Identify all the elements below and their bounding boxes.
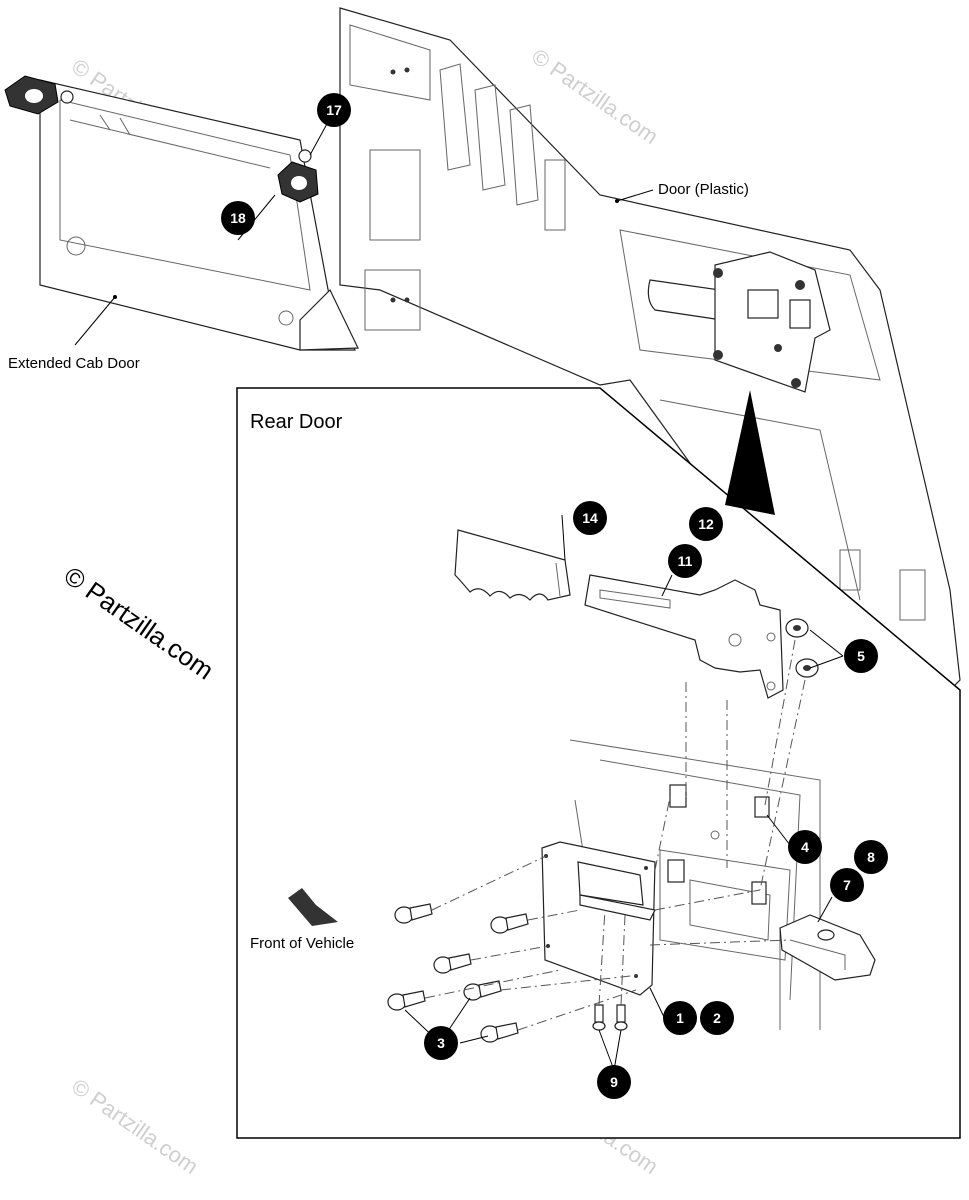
svg-text:3: 3 bbox=[437, 1035, 445, 1051]
rear-door-title: Rear Door bbox=[250, 411, 343, 433]
rear-door-inset-frame bbox=[236, 387, 961, 1139]
watermark-top-right: © Partzilla.com bbox=[527, 44, 663, 150]
assembly-guide-lines bbox=[424, 639, 806, 1031]
latch-plate-part bbox=[541, 841, 656, 996]
callout-8: 8 bbox=[854, 840, 888, 874]
svg-text:8: 8 bbox=[867, 849, 875, 865]
handle-grip-part bbox=[454, 529, 571, 601]
inset-pointer bbox=[725, 390, 775, 515]
callout-4: 4 bbox=[788, 830, 822, 864]
svg-text:11: 11 bbox=[678, 553, 693, 569]
callout-11: 11 bbox=[668, 544, 702, 578]
watermark-bottom-left: © Partzilla.com bbox=[67, 1074, 203, 1180]
door-plastic-label: Door (Plastic) bbox=[658, 181, 749, 198]
nut-parts bbox=[785, 618, 819, 678]
key-fob-icon bbox=[4, 75, 74, 115]
svg-text:7: 7 bbox=[843, 877, 851, 893]
callout-7: 7 bbox=[830, 868, 864, 902]
svg-text:18: 18 bbox=[230, 210, 246, 226]
extended-cab-door bbox=[39, 79, 359, 351]
door-key-icon bbox=[277, 149, 319, 203]
svg-text:1: 1 bbox=[676, 1010, 684, 1026]
front-of-vehicle-label: Front of Vehicle bbox=[250, 935, 354, 952]
svg-text:5: 5 bbox=[857, 648, 865, 664]
latch-assembly-part bbox=[779, 914, 876, 981]
watermark-side: © Partzilla.com bbox=[59, 560, 220, 685]
callout-5: 5 bbox=[844, 639, 878, 673]
callout-14: 14 bbox=[573, 501, 607, 535]
callout-12: 12 bbox=[689, 507, 723, 541]
svg-text:2: 2 bbox=[713, 1010, 721, 1026]
callout-3: 3 bbox=[424, 1026, 458, 1060]
callout-2: 2 bbox=[700, 1001, 734, 1035]
handle-lever-part bbox=[584, 574, 784, 699]
svg-text:14: 14 bbox=[582, 510, 598, 526]
svg-text:17: 17 bbox=[326, 102, 342, 118]
callout-18: 18 bbox=[221, 201, 255, 235]
callout-1: 1 bbox=[663, 1001, 697, 1035]
svg-text:9: 9 bbox=[610, 1074, 618, 1090]
callout-9: 9 bbox=[597, 1065, 631, 1099]
screw-parts bbox=[592, 1004, 628, 1031]
svg-text:4: 4 bbox=[801, 839, 809, 855]
plastic-door bbox=[339, 7, 961, 701]
extended-cab-door-label: Extended Cab Door bbox=[8, 355, 140, 372]
svg-text:12: 12 bbox=[698, 516, 714, 532]
front-arrow-icon bbox=[288, 888, 338, 926]
callout-17: 17 bbox=[317, 93, 351, 127]
bolt-parts bbox=[387, 903, 529, 1043]
